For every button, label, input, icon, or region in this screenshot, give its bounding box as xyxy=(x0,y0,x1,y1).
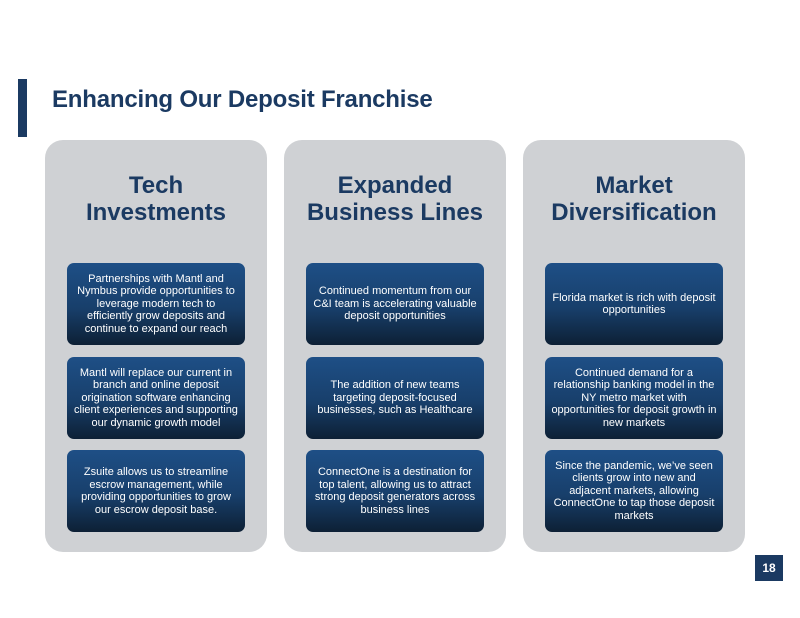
column-tech-investments: Tech Investments Partnerships with Mantl… xyxy=(45,140,267,552)
info-card: Continued momentum from our C&I team is … xyxy=(306,263,484,345)
info-card: Zsuite allows us to streamline escrow ma… xyxy=(67,450,245,532)
column-heading: Tech Investments xyxy=(85,172,227,226)
info-card: Mantl will replace our current in branch… xyxy=(67,357,245,439)
info-card: The addition of new teams targeting depo… xyxy=(306,357,484,439)
column-heading: Expanded Business Lines xyxy=(306,172,484,226)
info-card: Partnerships with Mantl and Nymbus provi… xyxy=(67,263,245,345)
info-card: ConnectOne is a destination for top tale… xyxy=(306,450,484,532)
slide-title: Enhancing Our Deposit Franchise xyxy=(52,86,433,113)
column-heading: Market Diversification xyxy=(551,172,717,226)
column-expanded-business-lines: Expanded Business Lines Continued moment… xyxy=(284,140,506,552)
info-card: Since the pandemic, we’ve seen clients g… xyxy=(545,450,723,532)
page-number-badge: 18 xyxy=(755,555,783,581)
title-accent-bar xyxy=(18,79,27,137)
info-card: Florida market is rich with deposit oppo… xyxy=(545,263,723,345)
info-card: Continued demand for a relationship bank… xyxy=(545,357,723,439)
column-market-diversification: Market Diversification Florida market is… xyxy=(523,140,745,552)
